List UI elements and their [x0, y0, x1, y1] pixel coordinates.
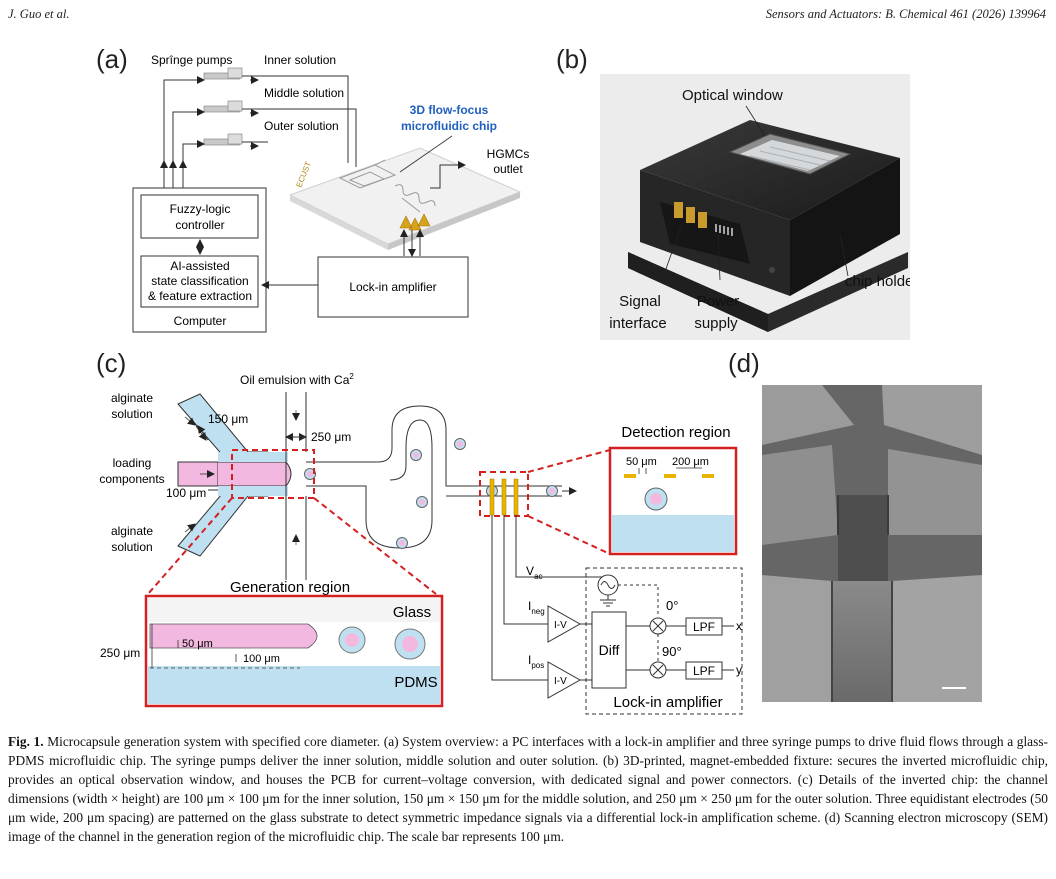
inner-solution-label: Inner solution	[264, 53, 336, 67]
ipos-label: Ipos	[528, 653, 544, 670]
phase-90-label: 90°	[662, 644, 682, 659]
caption-figure-number: Fig. 1.	[8, 734, 44, 749]
ai-module-line1: AI-assisted	[170, 259, 229, 273]
diff-block-label: Diff	[599, 642, 620, 658]
alginate-bottom-line2: solution	[111, 540, 152, 554]
gen-50um: 50 μm	[182, 638, 213, 650]
panel-c-diagram: alginate solution loading components alg…	[99, 372, 743, 715]
dim-250um: 250 μm	[311, 430, 351, 444]
ai-module-line3: & feature extraction	[148, 289, 252, 303]
ai-module-line2: state classification	[151, 274, 248, 288]
fuzzy-controller-line1: Fuzzy-logic	[170, 202, 231, 216]
running-header-authors: J. Guo et al.	[8, 7, 70, 21]
lpf-x-label: LPF	[693, 620, 715, 634]
alginate-bottom-line1: alginate	[111, 524, 153, 538]
syringe-pump-icon	[203, 67, 243, 80]
scale-bar	[942, 687, 966, 689]
fuzzy-controller-line2: controller	[175, 218, 224, 232]
dim-100um: 100 μm	[166, 486, 206, 500]
alginate-top-line2: solution	[111, 407, 152, 421]
vac-label: Vac	[526, 564, 542, 581]
signal-interface-line1: Signal	[619, 293, 661, 310]
phase-0-label: 0°	[666, 598, 678, 613]
loading-components-line2: components	[99, 472, 164, 486]
output-y-label: y	[736, 663, 742, 677]
iv-converter-neg: I-V	[554, 620, 567, 631]
glass-label: Glass	[393, 604, 431, 621]
detection-region-title: Detection region	[621, 424, 730, 441]
pdms-label: PDMS	[394, 674, 437, 691]
alginate-top-line1: alginate	[111, 391, 153, 405]
loading-components-line1: loading	[113, 456, 152, 470]
chip-title-line1: 3D flow-focus	[410, 103, 489, 117]
gen-250um: 250 μm	[100, 646, 140, 660]
iv-converter-pos: I-V	[554, 676, 567, 687]
panel-a-diagram: ECUST Sprînge pumps Inner solution Midd	[132, 53, 530, 333]
power-supply-line2: supply	[694, 315, 738, 332]
optical-window-label: Optical window	[682, 87, 783, 104]
dim-150um: 150 μm	[208, 412, 248, 426]
signal-interface-line2: interface	[609, 315, 667, 332]
outlet-label-line2: outlet	[493, 162, 523, 176]
chip-holder-photo: Optical window chip holder Signal interf…	[600, 74, 910, 340]
middle-solution-label: Middle solution	[264, 86, 344, 100]
running-header-journal: Sensors and Actuators: B. Chemical 461 (…	[765, 7, 1046, 21]
syringe-pump-icon	[203, 133, 243, 146]
outlet-label-line1: HGMCs	[487, 147, 530, 161]
outer-solution-label: Outer solution	[264, 119, 339, 133]
power-supply-line1: Power	[697, 293, 740, 310]
gen-100um: 100 μm	[243, 653, 280, 665]
caption-text: Microcapsule generation system with spec…	[8, 734, 1048, 844]
panel-b-label: (b)	[556, 44, 588, 74]
figure-caption: Fig. 1. Microcapsule generation system w…	[8, 732, 1048, 846]
panel-c-label: (c)	[96, 348, 127, 378]
lpf-y-label: LPF	[693, 664, 715, 678]
computer-label: Computer	[174, 314, 227, 328]
chip-brand-text: ECUST	[295, 160, 314, 189]
output-x-label: x	[736, 619, 742, 633]
det-electrode-width: 50 μm	[626, 456, 657, 468]
microfluidic-chip-illustration: ECUST	[288, 147, 522, 250]
generation-region-title: Generation region	[230, 579, 350, 596]
syringe-pump-icon	[203, 100, 243, 113]
panel-a-label: (a)	[96, 44, 128, 74]
lockin-label: Lock-in amplifier	[349, 280, 436, 294]
chip-holder-label: chip holder	[845, 273, 910, 290]
chip-title-line2: microfluidic chip	[401, 119, 497, 133]
det-electrode-spacing: 200 μm	[672, 456, 709, 468]
lockin-amplifier-label: Lock-in amplifier	[613, 694, 722, 711]
syringe-pumps-label: Sprînge pumps	[151, 53, 232, 67]
oil-emulsion-label: Oil emulsion with Ca2	[240, 372, 354, 387]
panel-d-label: (d)	[728, 348, 760, 378]
sem-image	[762, 385, 982, 702]
ineg-label: Ineg	[528, 599, 545, 616]
